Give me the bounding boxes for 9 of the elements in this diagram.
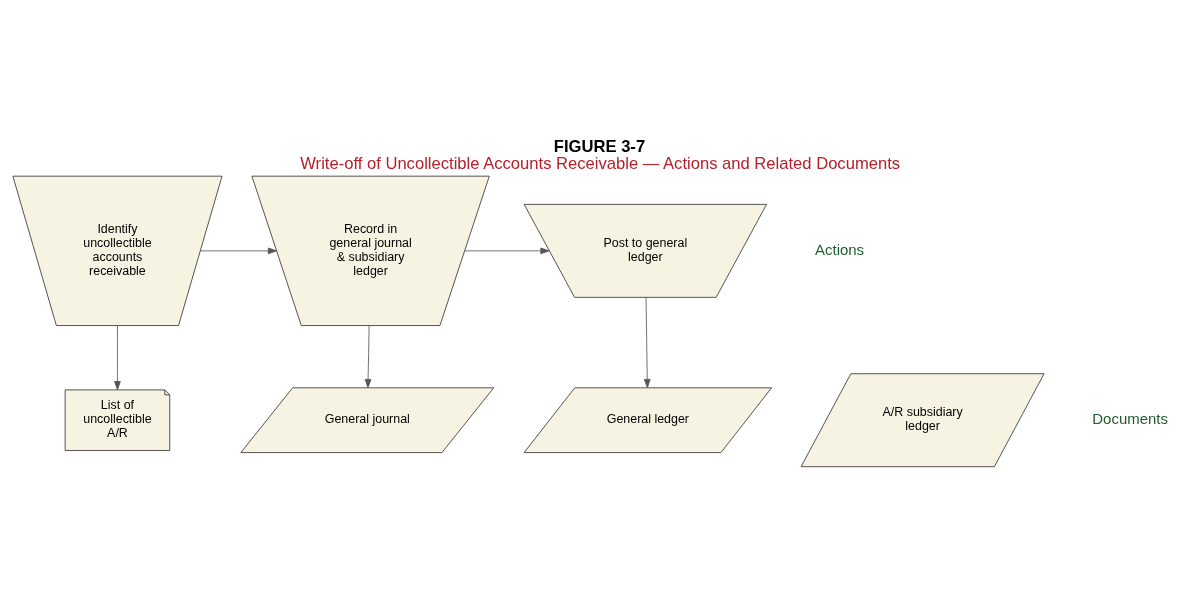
arrow [364,324,372,388]
label: Documents [1092,409,1168,427]
arrow [464,247,550,254]
arrow [114,324,121,390]
arrow [643,296,651,388]
diagram-title: FIGURE 3-7 [553,136,646,156]
arrow [200,247,277,254]
label: Actions [815,240,865,258]
caption: Write-off of Uncollectible Accounts Receivable — Actions and Related Documents [300,153,901,173]
